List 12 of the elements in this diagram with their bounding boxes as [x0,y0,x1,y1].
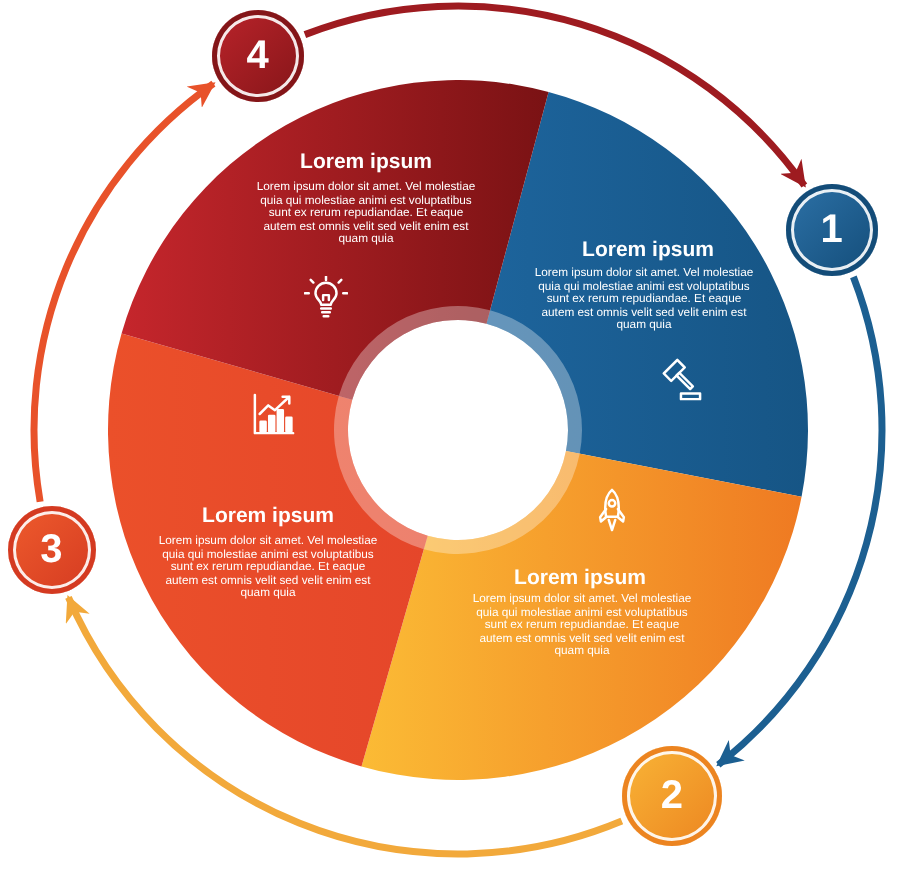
arrow [716,275,886,768]
segment-heading: Lorem ipsum [202,504,334,528]
arrow [30,80,216,503]
segment-heading: Lorem ipsum [514,566,646,590]
segment-heading: Lorem ipsum [582,238,714,262]
arrow [303,2,808,188]
step-marker: 2 [621,746,722,847]
step-marker: 3 [7,506,96,595]
arrow [65,595,623,858]
step-marker: 1 [785,183,878,276]
step-marker: 4 [211,10,304,103]
segment-heading: Lorem ipsum [300,150,432,174]
